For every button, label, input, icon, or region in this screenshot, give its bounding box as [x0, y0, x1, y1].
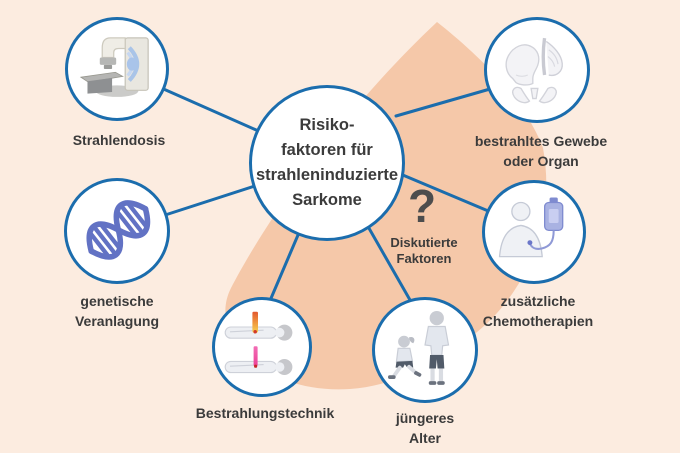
children-icon — [388, 310, 450, 385]
irradiated-organs-icon — [505, 37, 563, 104]
dna-helix-icon — [86, 200, 151, 260]
node-circle-juengeres-alter — [372, 297, 478, 403]
connector-line-strahlendosis — [157, 85, 265, 135]
connector-line-gewebe — [394, 85, 499, 118]
radiation-beams-icon — [224, 311, 293, 375]
connector-line-genetische — [157, 182, 263, 219]
discussed-factors-label: Diskutierte Faktoren — [390, 235, 458, 266]
connector-line-alter — [364, 221, 416, 309]
node-label-juengeres-alter: jüngeres Alter — [395, 410, 455, 446]
node-circle-bestrahlungstechnik — [212, 297, 312, 397]
node-circle-bestrahltes-gewebe — [484, 17, 590, 123]
node-label-genetische-veranlagung: genetische Veranlagung — [74, 293, 160, 329]
iv-chemo-bag-icon — [498, 197, 564, 258]
node-label-strahlendosis: Strahlendosis — [72, 132, 166, 148]
node-circle-chemotherapien — [482, 180, 586, 284]
connector-line-technik — [267, 226, 303, 305]
node-circle-genetische-veranlagung — [64, 178, 170, 284]
central-topic-title: Risiko- faktoren für strahleninduzierte … — [255, 116, 399, 209]
node-label-bestrahltes-gewebe: bestrahltes Gewebe oder Organ — [474, 133, 608, 169]
node-circle-strahlendosis — [65, 17, 169, 121]
central-topic-circle: Risiko- faktoren für strahleninduzierte … — [249, 85, 405, 241]
connector-line-chemo — [396, 171, 495, 215]
node-label-chemotherapien: zusätzliche Chemotherapien — [482, 293, 594, 329]
node-label-bestrahlungstechnik: Bestrahlungstechnik — [195, 405, 335, 421]
linac-machine-icon — [79, 37, 149, 97]
question-mark-icon: ? — [407, 180, 437, 232]
